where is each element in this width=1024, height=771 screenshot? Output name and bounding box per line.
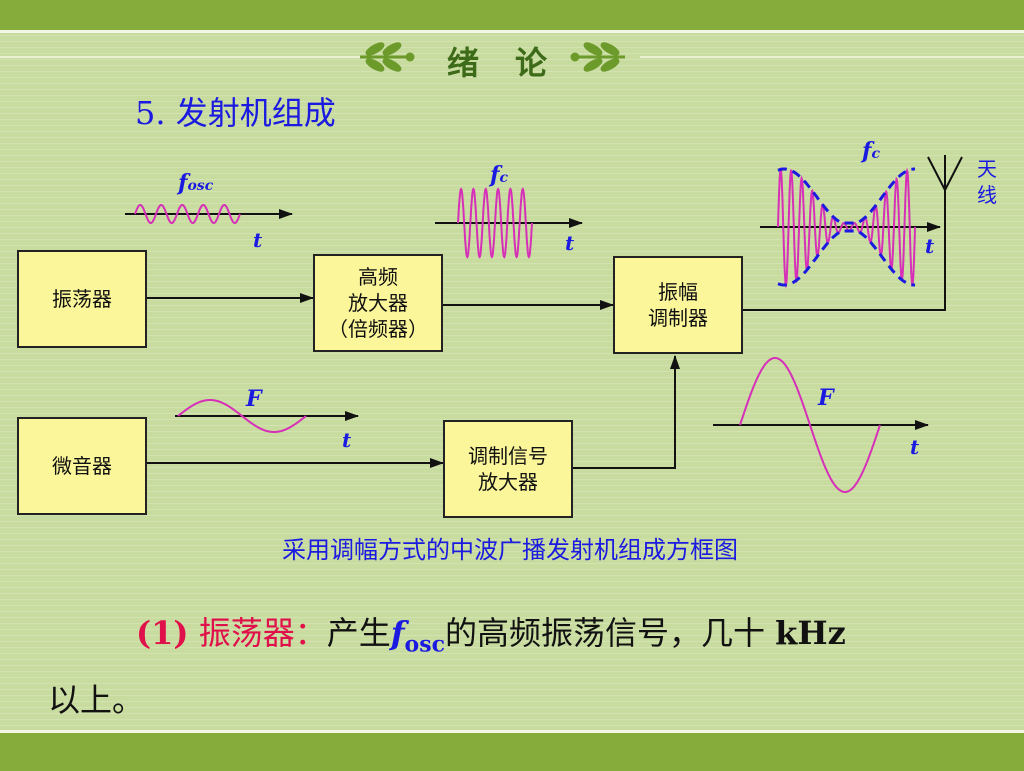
am-fc-label: fc	[860, 138, 880, 164]
big-F-waveform	[739, 357, 881, 493]
title-rule-left	[0, 56, 360, 58]
item-number: (1)	[136, 614, 189, 652]
item-text-1: 产生	[326, 614, 391, 652]
arrow-modulator-to-antenna	[743, 188, 946, 311]
fc-waveform	[457, 187, 533, 259]
F-waveform	[177, 399, 307, 433]
antenna-label-1: 天	[977, 157, 997, 181]
bottom-band	[0, 730, 1024, 771]
fc-t-label: t	[565, 231, 575, 255]
arrow-modamp-to-modulator	[573, 355, 680, 469]
block-oscillator: 振荡器	[17, 250, 147, 348]
big-F-t-label: t	[910, 435, 920, 459]
block-microphone: 微音器	[17, 417, 147, 515]
fosc-t-label: t	[253, 228, 263, 252]
section-heading: 5. 发射机组成	[135, 94, 336, 132]
fosc-waveform	[134, 204, 241, 224]
F-t-label: t	[342, 428, 352, 452]
leaf-ornament-right-icon	[570, 42, 625, 72]
leaf-ornament-left-icon	[360, 42, 415, 72]
item-f-sub: osc	[404, 631, 445, 658]
antenna-label-2: 线	[977, 183, 997, 207]
item-text-3: 以上。	[48, 681, 145, 720]
item-term: 振荡器：	[198, 614, 327, 652]
block-am-modulator: 振幅 调制器	[613, 256, 743, 354]
title-rule-right	[640, 56, 1024, 58]
item-f: f	[390, 614, 405, 652]
item-text-2: 的高频振荡信号，几十	[444, 614, 765, 652]
item-unit: kHz	[775, 614, 846, 652]
fc-label: fc	[488, 162, 508, 188]
block-hf-amplifier: 高频 放大器 （倍频器）	[313, 254, 443, 352]
diagram-caption: 采用调幅方式的中波广播发射机组成方框图	[282, 536, 738, 564]
am-waveform	[777, 166, 916, 289]
block-mod-amplifier: 调制信号 放大器	[443, 420, 573, 518]
antenna-icon	[927, 155, 963, 191]
fosc-label: fosc	[176, 170, 214, 196]
big-F-label: F	[817, 385, 835, 411]
am-t-label: t	[925, 234, 935, 258]
F-label: F	[245, 386, 263, 412]
body-paragraph: (1) 振荡器：产生fosc的高频振荡信号，几十 kHz 以上。	[48, 605, 998, 728]
top-band	[0, 0, 1024, 33]
am-envelope	[777, 167, 915, 287]
page-title: 绪论	[446, 44, 583, 82]
